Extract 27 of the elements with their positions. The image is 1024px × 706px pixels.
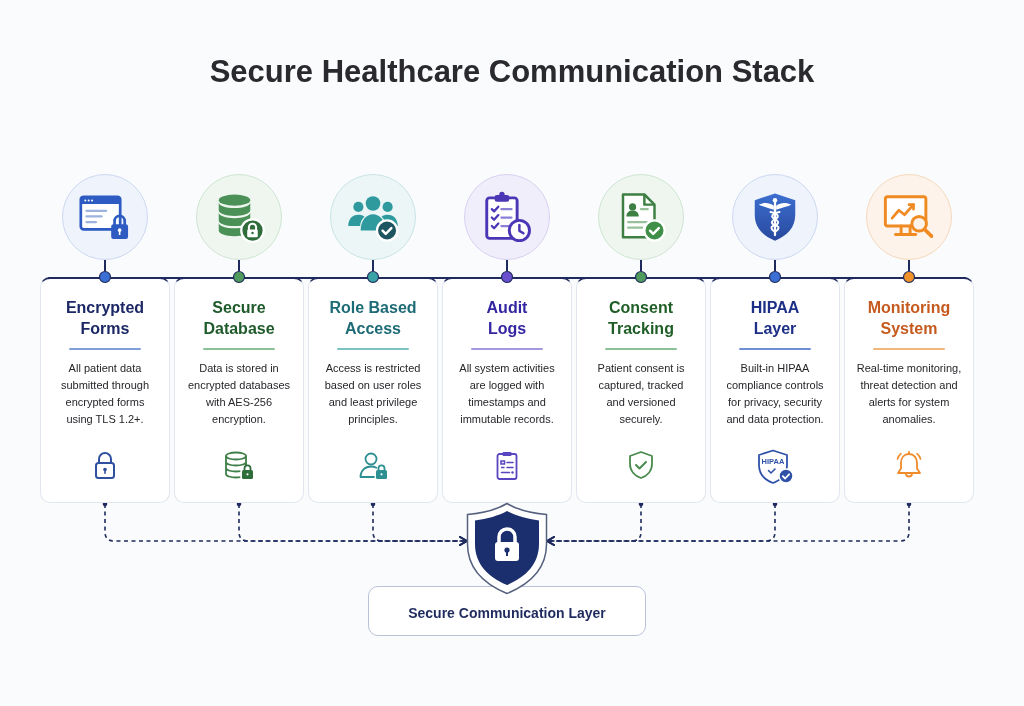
layer-box <box>368 586 646 636</box>
dashed-arrow <box>370 501 468 546</box>
card-heading: Secure Database <box>202 298 276 339</box>
box-label: Secure Communication Layer <box>408 604 606 622</box>
feature-card <box>442 277 572 503</box>
card-heading: Monitoring System <box>866 298 952 339</box>
card-heading: Consent Tracking <box>607 298 675 339</box>
dashed-arrow <box>546 501 912 546</box>
feature-card <box>40 277 170 503</box>
card-description: Patient consent is captured, tracked and versioned securely. <box>596 361 686 427</box>
card-heading: Audit Logs <box>485 298 529 339</box>
card-description: Data is stored in encrypted databases with AES-256 encryption. <box>186 361 292 427</box>
card-heading: Encrypted Forms <box>64 298 146 339</box>
card-description: All patient data submitted through encrypted forms using TLS 1.2+. <box>59 361 151 427</box>
feature-card <box>576 277 706 503</box>
card-description: All system activities are logged with timestamps and immutable records. <box>458 361 556 427</box>
card-description: Real-time monitoring, threat detection and alerts for system anomalies. <box>856 361 962 427</box>
diagram-title: Secure Healthcare Communication Stack <box>209 53 815 91</box>
padlock-shield-graphic <box>466 502 548 595</box>
card-heading: Role Based Access <box>328 298 418 339</box>
card-heading: HIPAA Layer <box>749 298 801 339</box>
feature-card <box>174 277 304 503</box>
card-description: Built-in HIPAA compliance controls for privacy, security and data protection. <box>725 361 825 427</box>
feature-card <box>844 277 974 503</box>
card-description: Access is restricted based on user roles and least privilege principles. <box>323 361 423 427</box>
feature-card <box>308 277 438 503</box>
feature-card <box>710 277 840 503</box>
